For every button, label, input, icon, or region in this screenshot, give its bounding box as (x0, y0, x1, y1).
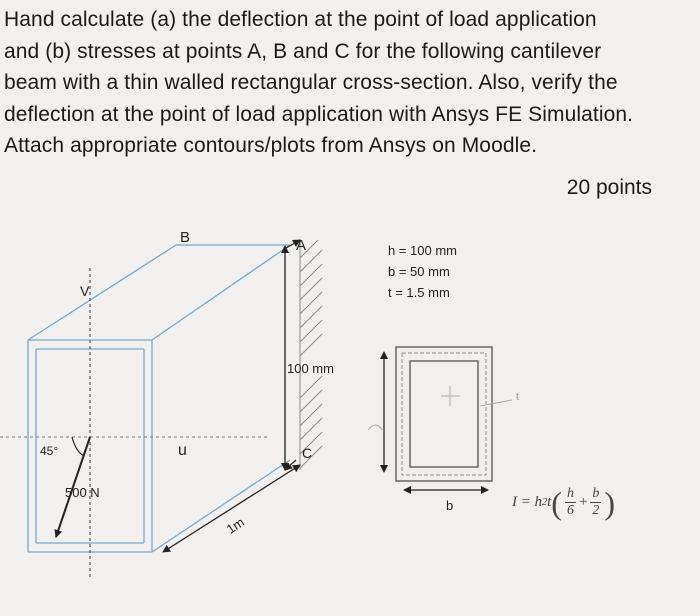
formula-frac-1-den: 6 (566, 503, 574, 518)
section-leader (367, 424, 383, 431)
dimension-values: h = 100 mm b = 50 mm t = 1.5 mm (388, 240, 457, 303)
beam-figure: B A V u C 45° 500 N 100 mm 1m b t (0, 229, 519, 580)
label-u: u (178, 442, 187, 459)
dimension-b: b = 50 mm (388, 264, 450, 279)
problem-line-5: Attach appropriate contours/plots from A… (4, 134, 538, 157)
cross-section (395, 346, 513, 482)
label-v: V (80, 283, 90, 299)
formula-paren-open: ( (551, 484, 562, 521)
label-height: 100 mm (287, 361, 334, 376)
angle-arc (71, 436, 85, 457)
formula-frac-1: h 6 (564, 486, 576, 519)
problem-line-3: beam with a thin walled rectangular cros… (4, 71, 618, 94)
length-dimension-line (162, 464, 301, 553)
formula-plus: + (578, 494, 588, 510)
formula-paren-close: ) (604, 484, 616, 521)
points-label: 20 points (566, 176, 652, 199)
label-section-b: b (446, 498, 453, 513)
label-angle: 45° (40, 444, 58, 458)
problem-statement: Hand calculate (a) the deflection at the… (4, 4, 694, 162)
label-b: B (180, 229, 190, 246)
formula-frac-2-den: 2 (592, 503, 600, 518)
formula-lhs: I = h (512, 494, 543, 510)
problem-line-1: Hand calculate (a) the deflection at the… (4, 8, 597, 31)
formula-frac-2-num: b (590, 486, 602, 503)
label-section-t: t (516, 391, 519, 403)
formula-sup: 2 (542, 497, 548, 508)
problem-line-2: and (b) stresses at points A, B and C fo… (4, 39, 602, 63)
dimension-t: t = 1.5 mm (388, 285, 450, 300)
formula-t: t (547, 494, 552, 510)
dimension-h: h = 100 mm (388, 243, 458, 258)
label-c: C (302, 445, 312, 461)
fixed-wall (299, 239, 323, 470)
label-a: A (296, 237, 306, 254)
problem-line-4: deflection at the point of load applicat… (4, 102, 634, 126)
formula-frac-1-num: h (564, 486, 576, 503)
label-load: 500 N (65, 485, 100, 500)
arrow-a (285, 239, 301, 249)
load-arrow (54, 436, 91, 538)
label-length: 1m (224, 514, 247, 536)
formula-frac-2: b 2 (590, 486, 602, 519)
